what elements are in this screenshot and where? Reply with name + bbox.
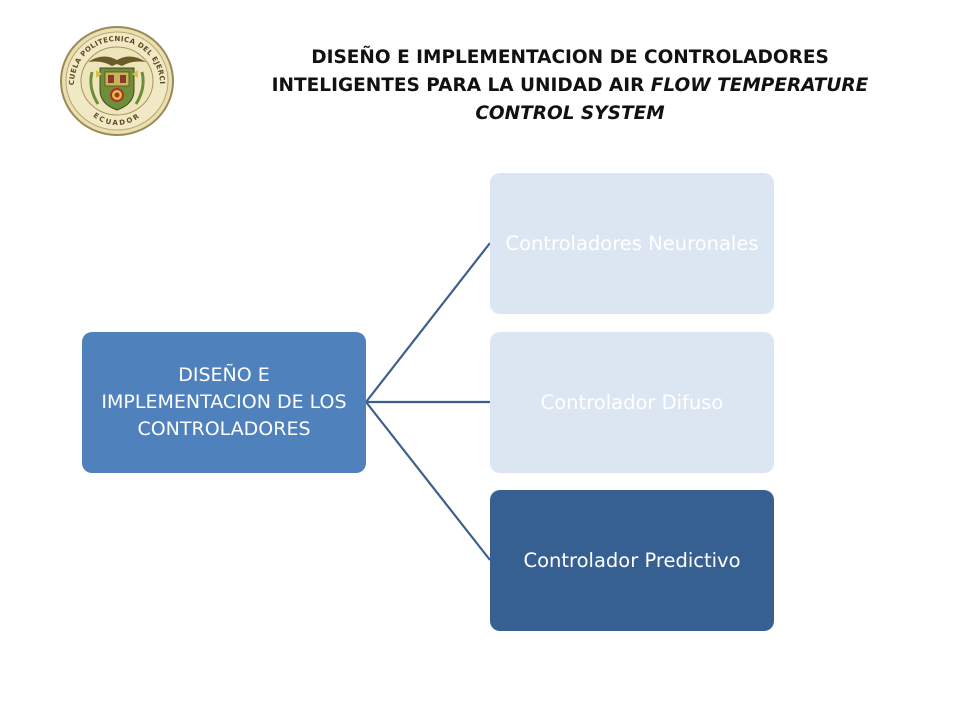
title-line-2-italic: FLOW TEMPERATURE (650, 75, 869, 96)
connector-to-predictivo (365, 401, 491, 561)
child-node-predictivo: Controlador Predictivo (490, 490, 774, 631)
title-line-2: INTELIGENTES PARA LA UNIDAD AIR FLOW TEM… (240, 72, 900, 100)
root-node: DISEÑO E IMPLEMENTACION DE LOS CONTROLAD… (82, 332, 366, 473)
connector-to-neuronales (365, 242, 491, 403)
title-line-2-normal: INTELIGENTES PARA LA UNIDAD AIR (271, 75, 651, 96)
child-node-label: Controladores Neuronales (505, 232, 759, 255)
root-node-label: DISEÑO E IMPLEMENTACION DE LOS CONTROLAD… (101, 364, 347, 440)
university-seal-logo: ESCUELA POLITECNICA DEL EJERCITO ECUADOR (58, 24, 174, 136)
slide-title: DISEÑO E IMPLEMENTACION DE CONTROLADORES… (240, 44, 900, 128)
child-node-neuronales: Controladores Neuronales (490, 173, 774, 314)
child-node-label: Controlador Predictivo (523, 549, 741, 572)
title-line-1: DISEÑO E IMPLEMENTACION DE CONTROLADORES (311, 47, 829, 68)
child-node-difuso: Controlador Difuso (490, 332, 774, 473)
title-line-3-italic: CONTROL SYSTEM (475, 103, 665, 124)
child-node-label: Controlador Difuso (540, 391, 724, 414)
title-line-3: CONTROL SYSTEM (240, 100, 900, 128)
